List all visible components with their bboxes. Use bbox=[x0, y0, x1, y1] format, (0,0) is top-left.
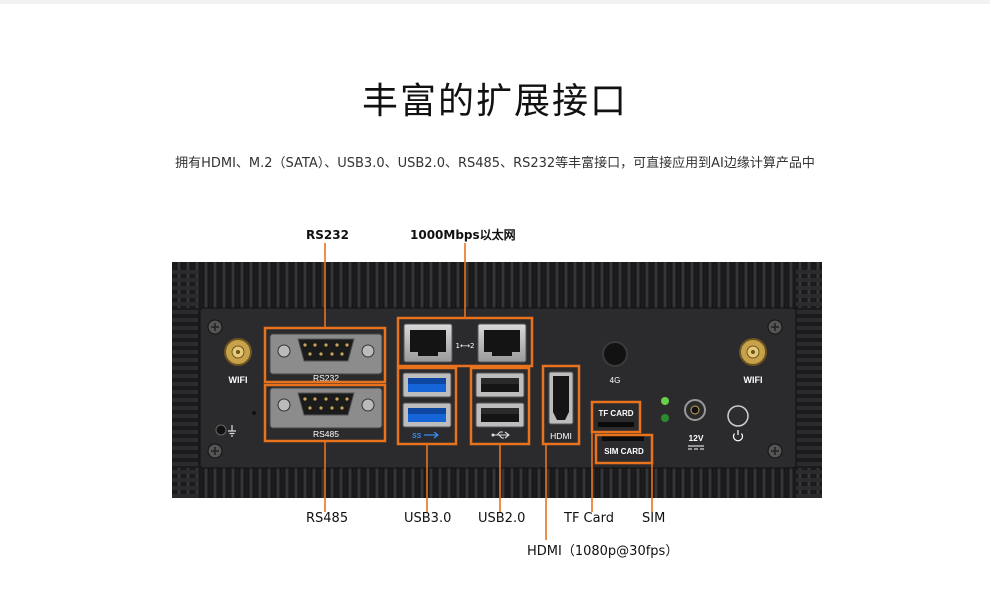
usb3-logo-icon: SS bbox=[412, 431, 439, 440]
tf-card-panel-label: TF CARD bbox=[598, 409, 633, 418]
ethernet-port-2 bbox=[477, 323, 527, 363]
wifi-left-label: WIFI bbox=[229, 375, 248, 385]
usb3-port-bottom bbox=[402, 402, 452, 428]
wifi-right-label: WIFI bbox=[744, 375, 763, 385]
rs232-connector bbox=[269, 333, 383, 375]
highlight-tf-card bbox=[590, 400, 642, 434]
dc-power-jack bbox=[684, 399, 706, 421]
power-12v-label: 12V bbox=[688, 433, 703, 443]
callout-usb30: USB3.0 bbox=[404, 511, 452, 526]
page-title: 丰富的扩展接口 bbox=[361, 81, 628, 122]
hdmi-panel-label: HDMI bbox=[550, 431, 572, 441]
power-button[interactable] bbox=[727, 405, 749, 427]
rs485-connector bbox=[269, 387, 383, 429]
usb3-port-top bbox=[402, 372, 452, 398]
callout-rs485: RS485 bbox=[306, 511, 349, 526]
ethernet-port-1 bbox=[403, 323, 453, 363]
callout-usb20: USB2.0 bbox=[478, 511, 526, 526]
sim-card-slot bbox=[602, 436, 644, 441]
top-divider bbox=[0, 0, 990, 4]
rs232-panel-label: RS232 bbox=[313, 373, 339, 383]
antenna-4g-label: 4G bbox=[610, 376, 621, 385]
status-led-icon bbox=[661, 397, 669, 422]
dc-polarity-icon bbox=[688, 445, 704, 450]
highlight-sim-card bbox=[594, 433, 654, 465]
hdmi-port bbox=[548, 371, 574, 425]
wifi-antenna-right bbox=[739, 338, 767, 366]
callout-rs232: RS232 bbox=[306, 228, 349, 242]
screw-icon bbox=[207, 319, 783, 459]
usb2-port-top bbox=[475, 372, 525, 398]
callout-sim: SIM bbox=[642, 511, 666, 526]
rs485-panel-label: RS485 bbox=[313, 429, 339, 439]
usb-logo-icon bbox=[491, 431, 510, 439]
ground-icon bbox=[215, 411, 256, 437]
usb2-port-bottom bbox=[475, 402, 525, 428]
svg-text:SS: SS bbox=[412, 433, 422, 440]
tf-card-slot bbox=[598, 422, 634, 427]
callout-ethernet: 1000Mbps以太网 bbox=[410, 228, 516, 242]
callout-hdmi: HDMI（1080p@30fps） bbox=[527, 544, 679, 559]
power-icon bbox=[732, 430, 744, 442]
page-subtitle: 拥有HDMI、M.2（SATA）、USB3.0、USB2.0、RS485、RS2… bbox=[175, 156, 815, 171]
callout-tf-card: TF Card bbox=[564, 511, 614, 526]
sim-card-panel-label: SIM CARD bbox=[604, 447, 644, 456]
wifi-antenna-left bbox=[224, 338, 252, 366]
highlight-hdmi bbox=[541, 364, 581, 446]
antenna-4g-cap bbox=[602, 341, 628, 367]
lan-link-label: 1⟷2 bbox=[456, 342, 475, 350]
